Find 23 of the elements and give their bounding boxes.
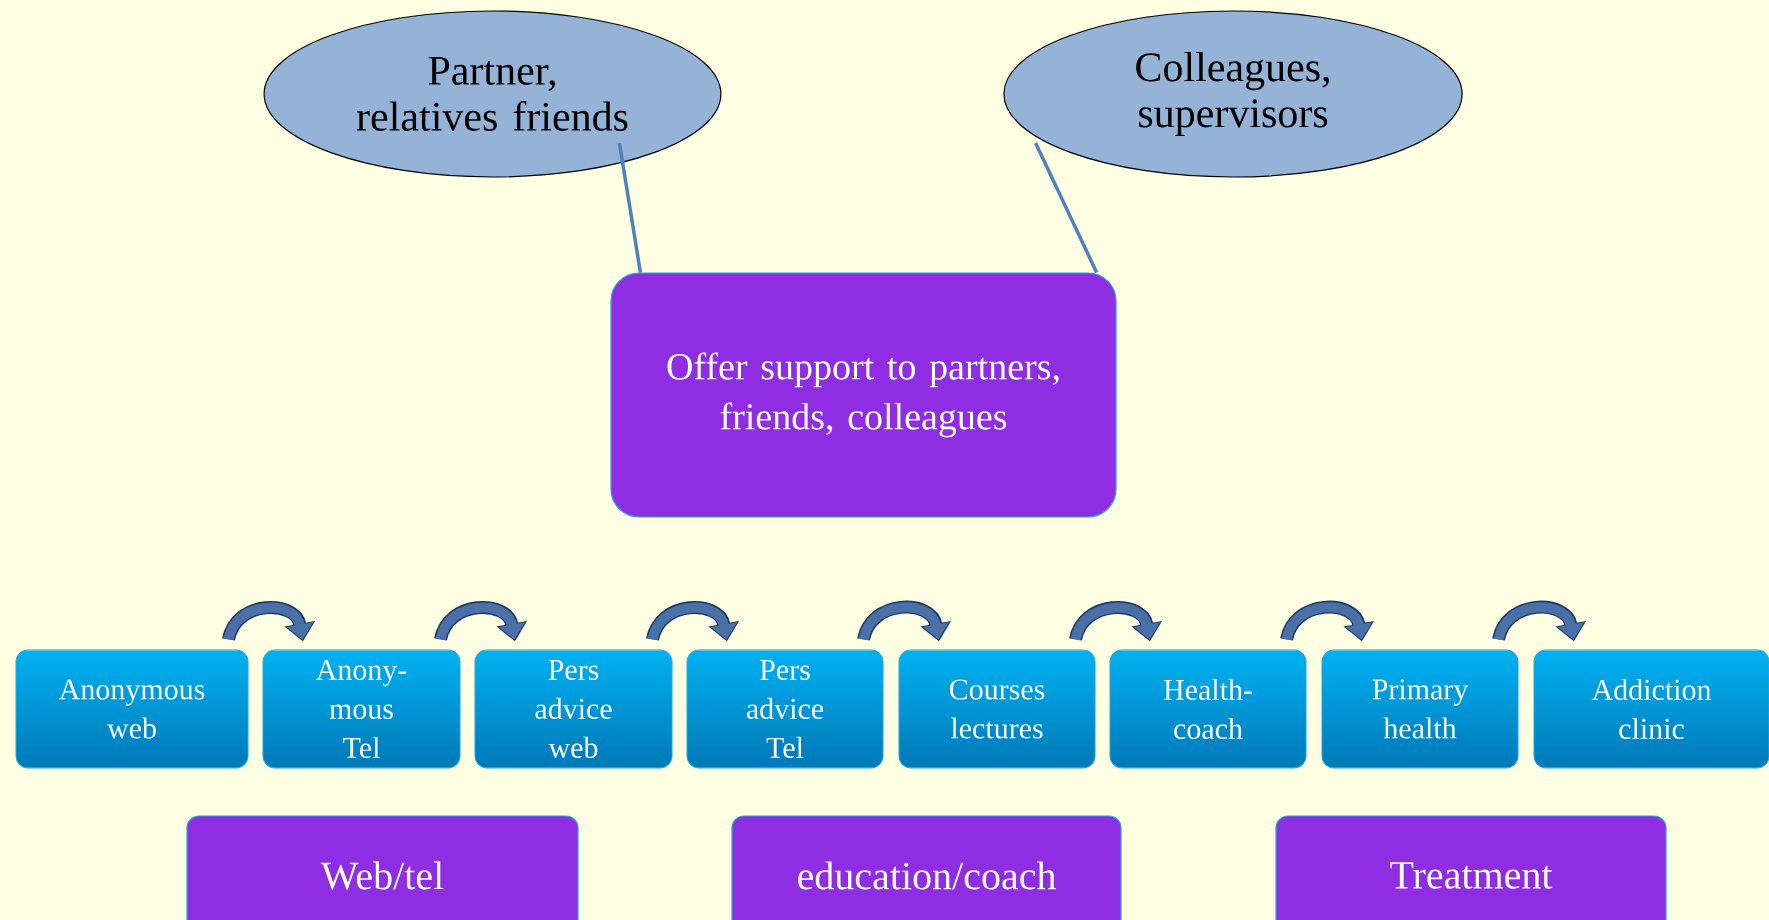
service-box: Pers advice Tel [686, 649, 884, 769]
service-box: Anonymous web [15, 649, 249, 769]
category-box: Web/tel [186, 815, 579, 920]
oval-node: Colleagues, supervisors [1003, 10, 1463, 178]
curved-arrow [857, 600, 952, 642]
service-box: Health- coach [1109, 649, 1307, 769]
center-box: Offer support to partners, friends, colleagues [610, 272, 1117, 518]
service-box: Courses lectures [898, 649, 1096, 769]
service-box: Pers advice web [474, 649, 673, 769]
curved-arrow [1069, 601, 1163, 642]
connector-line [1034, 142, 1099, 274]
category-box: education/coach [731, 815, 1122, 920]
curved-arrow [434, 601, 528, 642]
curved-arrow [1492, 600, 1587, 642]
service-box: Anony- mous Tel [262, 649, 461, 769]
service-box: Addiction clinic [1533, 649, 1769, 769]
oval-node: Partner, relatives friends [263, 10, 722, 178]
curved-arrow [1280, 600, 1375, 642]
service-box: Primary health [1321, 649, 1519, 769]
curved-arrow [222, 601, 316, 642]
category-box: Treatment [1275, 815, 1667, 920]
connector-line [617, 142, 643, 273]
curved-arrow [646, 601, 740, 642]
